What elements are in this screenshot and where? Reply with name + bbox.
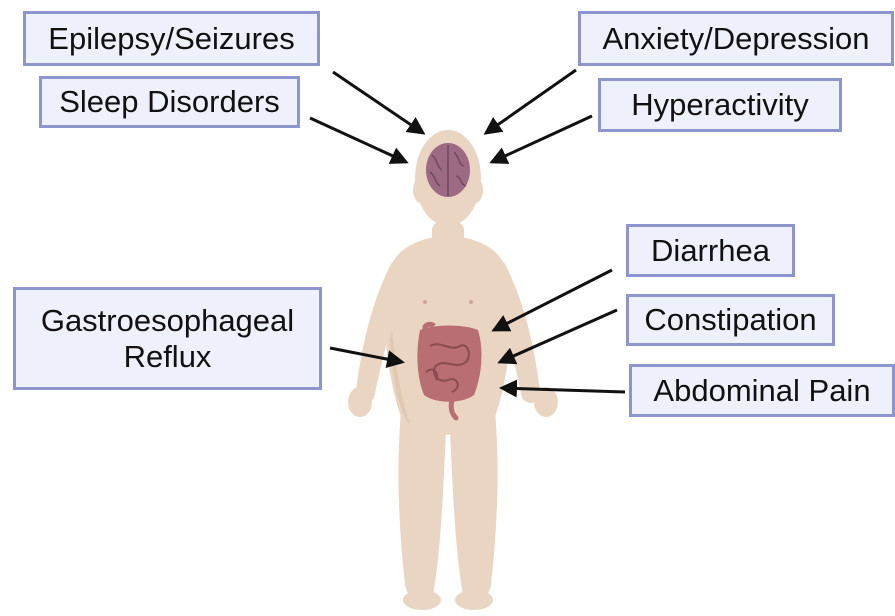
left-nipple bbox=[423, 300, 427, 304]
arrow-anxiety bbox=[486, 70, 576, 133]
label-gerd-line2: Reflux bbox=[124, 339, 212, 375]
right-foot bbox=[455, 590, 493, 610]
right-nipple bbox=[469, 300, 473, 304]
label-epilepsy-seizures: Epilepsy/Seizures bbox=[23, 11, 320, 66]
left-foot bbox=[403, 590, 441, 610]
right-hand bbox=[534, 387, 558, 417]
arrow-epilepsy bbox=[333, 72, 423, 133]
label-constipation: Constipation bbox=[626, 294, 835, 346]
label-abdominal-pain: Abdominal Pain bbox=[629, 364, 895, 417]
label-diarrhea: Diarrhea bbox=[626, 224, 795, 277]
label-anxiety-depression: Anxiety/Depression bbox=[578, 11, 894, 66]
arrow-hyperactivity bbox=[492, 116, 592, 162]
label-sleep-disorders: Sleep Disorders bbox=[39, 76, 300, 128]
arrow-abdominal-pain bbox=[502, 388, 625, 392]
label-hyperactivity: Hyperactivity bbox=[598, 78, 842, 132]
child-body-illustration bbox=[348, 130, 558, 610]
label-gastroesophageal-reflux: Gastroesophageal Reflux bbox=[13, 287, 322, 390]
brain bbox=[426, 143, 470, 197]
arrow-sleep bbox=[310, 118, 406, 162]
label-gerd-line1: Gastroesophageal bbox=[41, 303, 294, 339]
left-hand bbox=[348, 387, 372, 417]
